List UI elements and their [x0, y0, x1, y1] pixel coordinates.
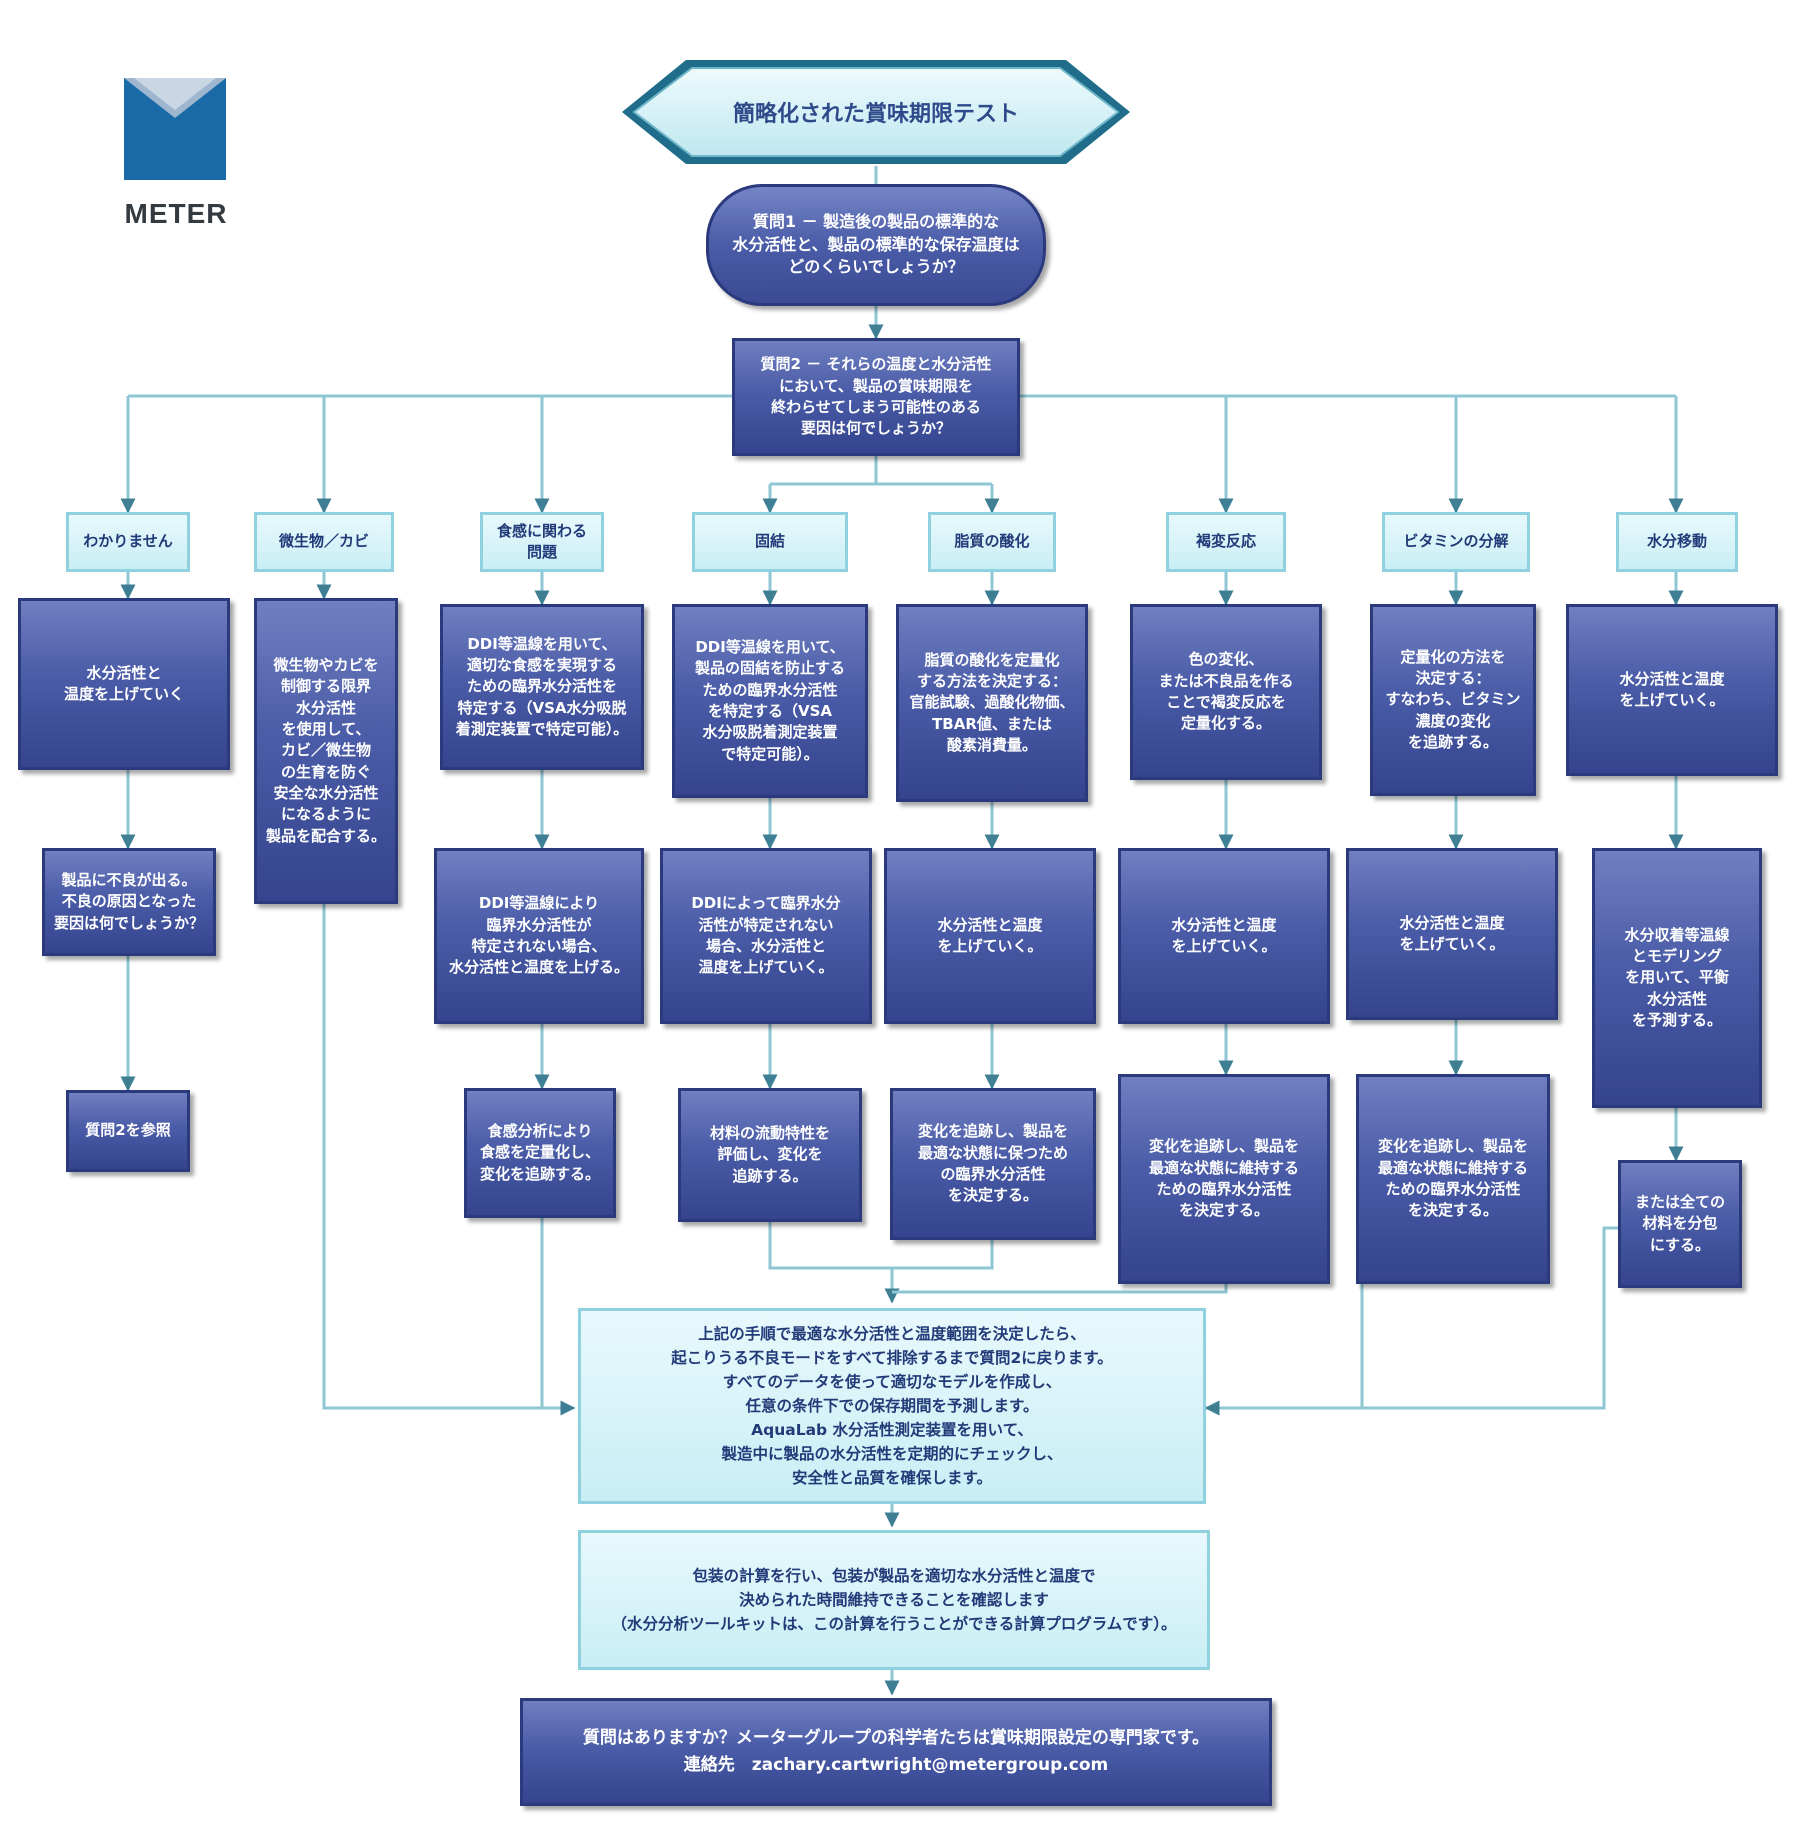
step-moisture-1: 水分活性と温度 を上げていく。: [1566, 604, 1778, 776]
logo-chevron-icon: [124, 78, 226, 118]
header-browning: 褐変反応: [1166, 512, 1286, 572]
step-caking-1: DDI等温線を用いて、 製品の固結を防止する ための臨界水分活性 を特定する（V…: [672, 604, 868, 798]
meter-wordmark: METER: [124, 198, 228, 229]
step-moisture-3: または全ての 材料を分包 にする。: [1618, 1160, 1742, 1288]
packaging-box: 包装の計算を行い、包装が製品を適切な水分活性と温度で 決められた時間維持できるこ…: [578, 1530, 1210, 1670]
header-texture: 食感に関わる 問題: [480, 512, 604, 572]
step-texture-2: DDI等温線により 臨界水分活性が 特定されない場合、 水分活性と温度を上げる。: [434, 848, 644, 1024]
meter-logo-mark: [124, 78, 226, 180]
header-moisture-migration: 水分移動: [1616, 512, 1738, 572]
step-lipid-2: 水分活性と温度 を上げていく。: [884, 848, 1096, 1024]
step-vitamin-2: 水分活性と温度 を上げていく。: [1346, 848, 1558, 1020]
header-caking: 固結: [692, 512, 848, 572]
step-browning-3: 変化を追跡し、製品を 最適な状態に維持する ための臨界水分活性 を決定する。: [1118, 1074, 1330, 1284]
header-vitamin-degradation: ビタミンの分解: [1382, 512, 1530, 572]
step-caking-2: DDIによって臨界水分 活性が特定されない 場合、水分活性と 温度を上げていく。: [660, 848, 872, 1024]
step-caking-3: 材料の流動特性を 評価し、変化を 追跡する。: [678, 1088, 862, 1222]
step-texture-1: DDI等温線を用いて、 適切な食感を実現する ための臨界水分活性を 特定する（V…: [440, 604, 644, 770]
step-vitamin-3: 変化を追跡し、製品を 最適な状態に維持する ための臨界水分活性 を決定する。: [1356, 1074, 1550, 1284]
step-unknown-2: 製品に不良が出る。 不良の原因となった 要因は何でしょうか？: [42, 848, 216, 956]
header-microbes-mold: 微生物／カビ: [254, 512, 394, 572]
title-hexagon-shape: [622, 60, 1130, 164]
header-lipid-oxidation: 脂質の酸化: [928, 512, 1056, 572]
step-browning-2: 水分活性と温度 を上げていく。: [1118, 848, 1330, 1024]
step-lipid-1: 脂質の酸化を定量化 する方法を決定する： 官能試験、過酸化物価、 TBAR値、ま…: [896, 604, 1088, 802]
summary-box: 上記の手順で最適な水分活性と温度範囲を決定したら、 起こりうる不良モードをすべて…: [578, 1308, 1206, 1504]
step-unknown-1: 水分活性と 温度を上げていく: [18, 598, 230, 770]
step-browning-1: 色の変化、 または不良品を作る ことで褐変反応を 定量化する。: [1130, 604, 1322, 780]
contact-box: 質問はありますか？メーターグループの科学者たちは賞味期限設定の専門家です。 連絡…: [520, 1698, 1272, 1806]
question-1: 質問1 － 製造後の製品の標準的な 水分活性と、製品の標準的な保存温度は どのく…: [706, 184, 1046, 306]
step-texture-3: 食感分析により 食感を定量化し、 変化を追跡する。: [464, 1088, 616, 1218]
step-vitamin-1: 定量化の方法を 決定する： すなわち、ビタミン 濃度の変化 を追跡する。: [1370, 604, 1536, 796]
diagram-title: 簡略化された賞味期限テスト: [732, 102, 1019, 127]
step-moisture-2: 水分収着等温線 とモデリング を用いて、平衡 水分活性 を予測する。: [1592, 848, 1762, 1108]
step-lipid-3: 変化を追跡し、製品を 最適な状態に保つため の臨界水分活性 を決定する。: [890, 1088, 1096, 1240]
step-unknown-3: 質問2を参照: [66, 1090, 190, 1172]
header-unknown: わかりません: [66, 512, 190, 572]
question-2: 質問2 － それらの温度と水分活性 において、製品の賞味期限を 終わらせてしまう…: [732, 338, 1020, 456]
title-banner: 簡略化された賞味期限テスト: [616, 56, 1136, 168]
step-microbes-1: 微生物やカビを 制御する限界 水分活性 を使用して、 カビ／微生物 の生育を防ぐ…: [254, 598, 398, 904]
